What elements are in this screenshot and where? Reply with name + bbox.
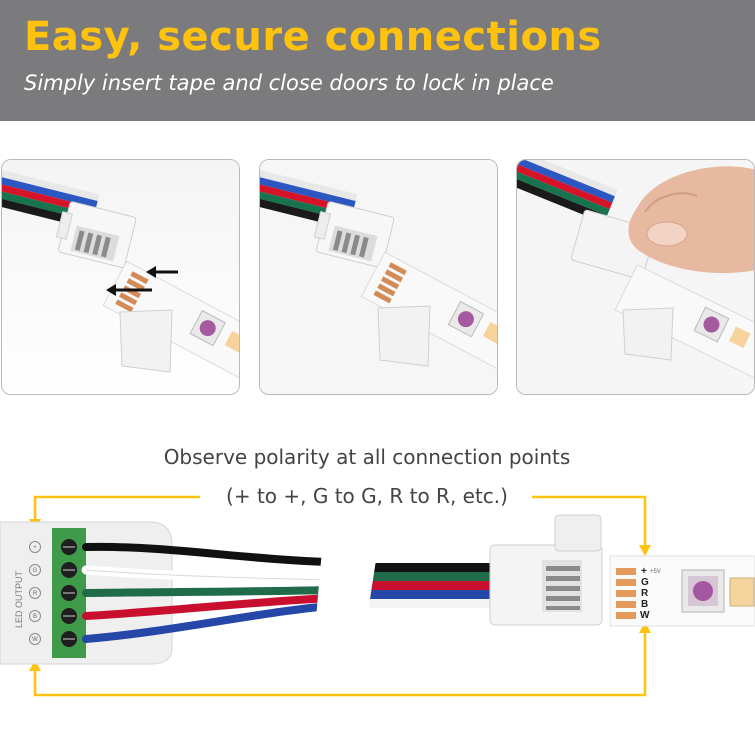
connector-icon <box>313 201 395 268</box>
banner-subtitle: Simply insert tape and close doors to lo… <box>24 71 554 95</box>
arrow-icon <box>106 266 178 296</box>
step-panel-insert <box>1 159 240 395</box>
arrow-up-icon <box>29 660 41 671</box>
arrow-up-icon <box>639 622 651 633</box>
controller-terminal-labels: + G R B W <box>29 541 41 645</box>
clip-connector <box>489 514 603 626</box>
insert-tape-illustration <box>2 160 239 394</box>
wire-bundle-left <box>81 542 335 643</box>
step-panel-close-door <box>516 159 755 395</box>
polarity-rule-text: (+ to +, G to G, R to R, etc.) <box>226 484 508 508</box>
svg-text:W: W <box>32 637 38 643</box>
finger-icon <box>628 166 754 274</box>
led-strip <box>609 555 755 627</box>
svg-text:R: R <box>33 591 38 597</box>
svg-text:+: + <box>641 566 647 577</box>
controller-label: LED OUTPUT <box>14 570 24 628</box>
wire-bundle-right <box>368 563 498 608</box>
svg-text:G: G <box>641 577 649 588</box>
step-panel-inserted <box>259 159 498 395</box>
svg-text:B: B <box>33 614 37 620</box>
polarity-guide-lines <box>33 495 647 697</box>
close-door-illustration <box>517 160 754 394</box>
observe-polarity-text: Observe polarity at all connection point… <box>163 445 571 469</box>
svg-text:R: R <box>641 588 649 599</box>
banner-title: Easy, secure connections <box>24 14 602 60</box>
svg-text:B: B <box>641 599 648 610</box>
svg-text:G: G <box>33 568 38 574</box>
wiring-diagram: LED OUTPUT + G R B W <box>0 495 755 697</box>
strip-pin-labels: + +5V G R B W <box>640 566 661 621</box>
tape-inserted-illustration <box>260 160 497 394</box>
svg-text:W: W <box>640 610 650 621</box>
arrow-down-icon <box>639 545 651 556</box>
header-banner: Easy, secure connections Simply insert t… <box>0 0 755 121</box>
svg-text:+5V: +5V <box>650 569 661 575</box>
svg-text:+: + <box>33 545 37 551</box>
